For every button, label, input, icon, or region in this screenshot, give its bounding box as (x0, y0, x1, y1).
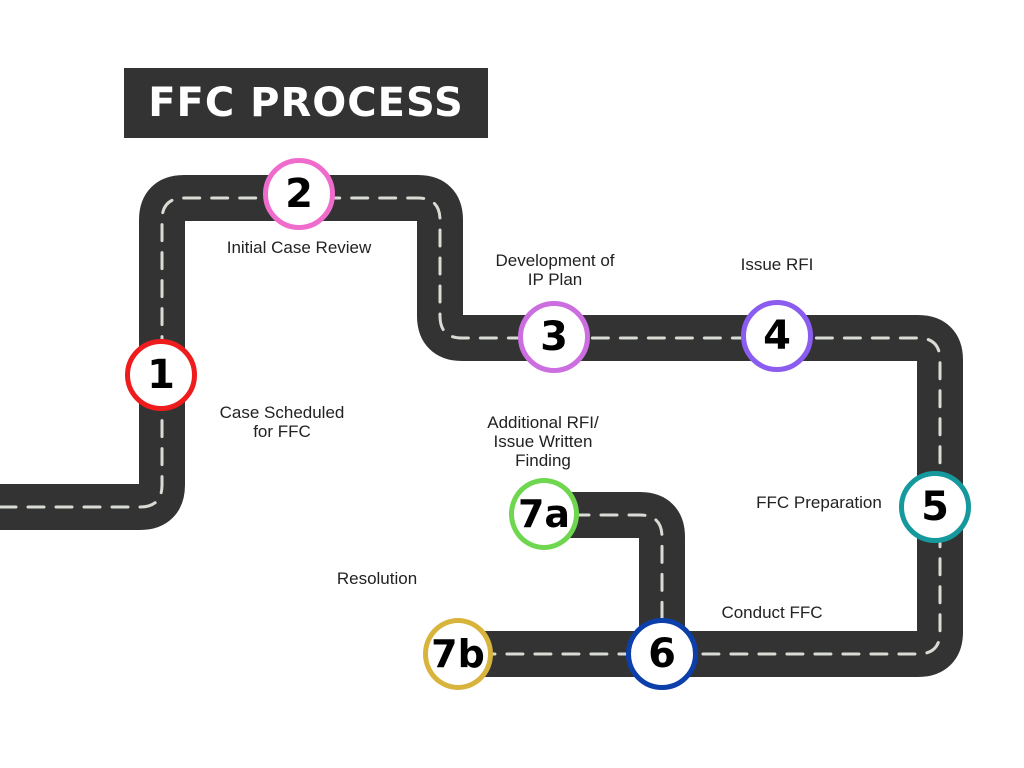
step-6-label: Conduct FFC (721, 603, 823, 622)
step-2-marker: 2 (263, 158, 335, 230)
title-banner: FFC PROCESS (124, 68, 488, 138)
step-1-number: 1 (147, 352, 175, 398)
step-7b-marker: 7b (423, 618, 493, 690)
step-2-label: Initial Case Review (226, 238, 372, 257)
step-4-number: 4 (763, 313, 791, 359)
step-6-marker: 6 (626, 618, 698, 690)
step-7a-number: 7a (517, 492, 571, 536)
step-1-marker: 1 (125, 339, 197, 411)
step-5-marker: 5 (899, 471, 971, 543)
page-title: FFC PROCESS (148, 80, 464, 126)
step-1-label: Case Scheduled for FFC (219, 403, 345, 441)
step-5-number: 5 (921, 484, 949, 530)
step-4-label: Issue RFI (740, 255, 814, 274)
step-7a-label: Additional RFI/ Issue Written Finding (487, 413, 599, 470)
step-5-label: FFC Preparation (756, 493, 882, 512)
step-7a-marker: 7a (509, 478, 579, 550)
step-7b-number: 7b (431, 632, 485, 676)
lane-marking-branch (543, 513, 664, 656)
step-4-marker: 4 (741, 300, 813, 372)
step-2-number: 2 (285, 171, 313, 217)
lane-marking-main (0, 196, 942, 656)
step-3-marker: 3 (518, 301, 590, 373)
step-6-number: 6 (648, 631, 676, 677)
step-3-label: Development of IP Plan (495, 251, 615, 289)
step-3-number: 3 (540, 314, 568, 360)
step-7b-label: Resolution (336, 569, 418, 588)
